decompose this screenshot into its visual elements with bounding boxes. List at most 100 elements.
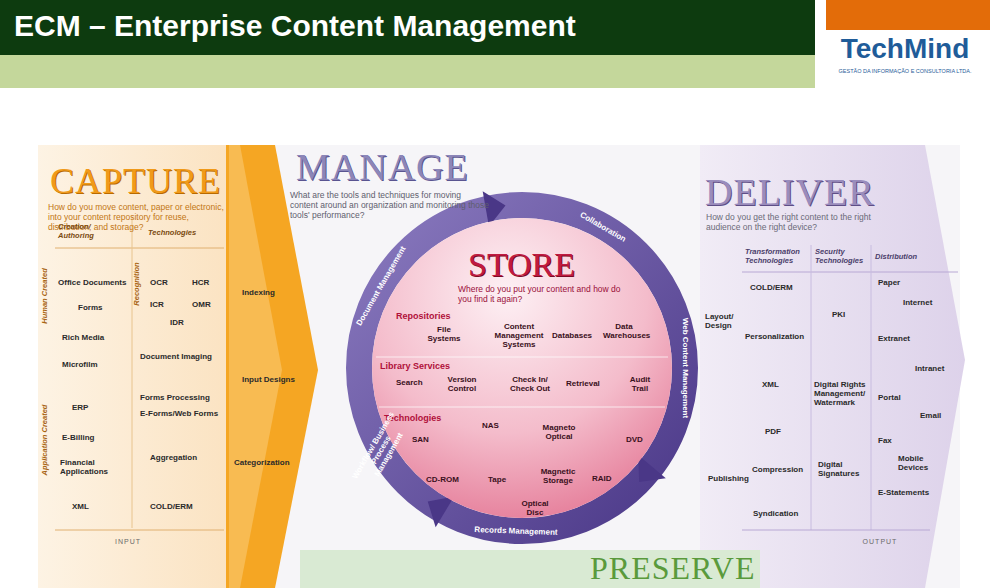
item-text: Forms Processing	[140, 393, 210, 402]
store-band: Library ServicesSearch Version Control Che…	[375, 358, 670, 404]
heading-text: MANAGE	[296, 145, 469, 189]
column-box: Layout/ DesignPublishing	[703, 305, 751, 495]
heading-text: Repositories	[396, 311, 451, 321]
item-text: Forms	[78, 303, 102, 312]
item-text: Intranet	[915, 364, 944, 373]
capture-chevron-shade	[229, 145, 282, 588]
store-disk	[372, 218, 672, 518]
heading-text: Distribution	[875, 252, 917, 261]
item-text: SAN	[412, 435, 429, 444]
heading-text: STORE	[468, 246, 575, 284]
item-text: ERP	[72, 403, 88, 412]
flow-label: INPUT	[115, 538, 141, 545]
item-text: Microfilm	[62, 360, 98, 369]
heading-text: Technologies	[148, 228, 196, 237]
item-text: E-Billing	[62, 433, 94, 442]
item-text: IDR	[170, 318, 184, 327]
item-text: Extranet	[878, 334, 910, 343]
item-text: File Systems	[426, 325, 462, 343]
column-box: TechnologiesOCRHCRICROMRIDRDocument Imag…	[133, 218, 225, 530]
item-text: Document Imaging	[140, 352, 212, 361]
preserve-band	[300, 550, 760, 588]
column-rule	[55, 248, 224, 249]
capture-panel	[38, 145, 228, 588]
item-text: Where do you put your content and how do…	[458, 284, 633, 304]
column-box: IndexingInput DesignsCategorization	[232, 270, 300, 490]
item-text: OCR	[150, 278, 168, 287]
item-text: Optical Disc	[516, 499, 554, 517]
item-text: PDF	[765, 427, 781, 436]
item-text: XML	[762, 380, 779, 389]
column-rule	[742, 272, 958, 273]
item-text: Search	[396, 378, 423, 387]
item-text: Rich Media	[62, 333, 104, 342]
input-rule	[55, 530, 224, 531]
store-circle: STOREWhere do you put your content and h…	[372, 218, 672, 522]
item-text: XML	[72, 502, 89, 511]
item-text: Aggregation	[150, 453, 197, 462]
item-text: HCR	[192, 278, 209, 287]
heading-text: Transformation Technologies	[745, 247, 809, 265]
logo-bar	[826, 0, 990, 30]
item-text: Version Control	[443, 375, 481, 393]
item-text: Retrieval	[566, 379, 600, 388]
item-text: Mobile Devices	[898, 454, 942, 472]
item-text: Data Warehouses	[603, 322, 645, 340]
item-text: Check In/ Check Out	[506, 375, 554, 393]
item-text: NAS	[482, 421, 499, 430]
item-text: Financial Applications	[60, 458, 122, 476]
capture-panel: CAPTUREHow do you move content, paper or…	[38, 145, 303, 585]
item-text: OMR	[192, 300, 211, 309]
item-text: E-Statements	[878, 488, 929, 497]
store-rule	[379, 407, 665, 408]
item-text: Input Designs	[242, 375, 295, 384]
side-label: Application Created	[40, 405, 49, 476]
header-subbar	[0, 55, 815, 88]
item-text: Digital Signatures	[818, 460, 868, 478]
item-text: Fax	[878, 436, 892, 445]
item-text: Tape	[488, 475, 506, 484]
item-text: Portal	[878, 393, 901, 402]
item-text: Personalization	[745, 332, 804, 341]
item-text: Content Management Systems	[488, 322, 550, 349]
item-text: Categorization	[234, 458, 290, 467]
item-text: Email	[920, 411, 941, 420]
item-text: What are the tools and techniques for mo…	[290, 190, 490, 220]
column-rule	[871, 245, 872, 530]
item-text: Magneto Optical	[538, 423, 580, 441]
item-text: Magnetic Storage	[536, 467, 580, 485]
item-text: DVD	[626, 435, 643, 444]
item-text: Paper	[878, 278, 900, 287]
item-text: COLD/ERM	[150, 502, 193, 511]
deliver-panel: DELIVERHow do you get the right content …	[700, 168, 962, 553]
item-text: PKI	[832, 310, 845, 319]
item-text: Digital Rights Management/ Watermark	[814, 380, 870, 407]
store-rule	[376, 357, 668, 358]
column-box: Creation/ AuthoringOffice DocumentsForms…	[55, 218, 130, 530]
logo-text: TechMind	[841, 33, 970, 65]
heading-text: Security Technologies	[815, 247, 870, 265]
item-text: E-Forms/Web Forms	[140, 409, 218, 418]
item-text: RAID	[592, 474, 612, 483]
heading-text: Creation/ Authoring	[58, 222, 120, 240]
item-text: Publishing	[708, 474, 749, 483]
heading-text: Library Services	[380, 361, 450, 371]
item-text: CD-ROM	[426, 475, 459, 484]
store-band: TechnologiesSANNASMagneto OpticalDVDCD-R…	[378, 410, 663, 520]
item-text: Office Documents	[58, 278, 126, 287]
column-box: Security TechnologiesPKI Digital Rights M…	[812, 245, 874, 495]
manage-ring	[359, 205, 685, 531]
flow-label: OUTPUT	[863, 538, 898, 545]
column-rule	[811, 245, 812, 530]
output-rule	[742, 530, 930, 531]
column-box: Transformation TechnologiesCOLD/ERMPerso…	[742, 245, 812, 530]
logo-subtitle: GESTÃO DA INFORMAÇÃO E CONSULTORIA LTDA.	[839, 68, 972, 74]
header-bar	[0, 0, 815, 55]
item-text: Databases	[552, 331, 592, 340]
heading-text: CAPTURE	[50, 160, 221, 202]
item-text: How do you get the right content to the …	[706, 212, 906, 232]
item-text: Compression	[752, 465, 803, 474]
ring-label: Web Content Management	[681, 318, 690, 418]
preserve-band: PRESERVE	[545, 549, 760, 588]
